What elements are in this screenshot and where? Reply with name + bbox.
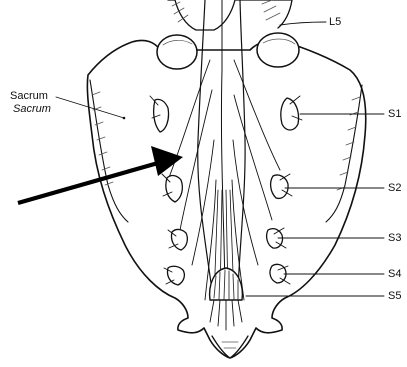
label-s2: S2 <box>388 182 401 194</box>
l5-vertebra <box>168 0 292 30</box>
label-s4: S4 <box>388 268 401 280</box>
leader-sacrum-dot <box>123 117 126 120</box>
label-s5: S5 <box>388 290 401 302</box>
label-sacrum: Sacrum <box>10 90 48 102</box>
label-s3: S3 <box>388 232 401 244</box>
label-sacrum-latin: Sacrum <box>13 103 51 115</box>
right-articular-process <box>257 33 299 67</box>
label-s1: S1 <box>388 108 401 120</box>
leader-l5 <box>280 22 326 25</box>
label-l5: L5 <box>329 16 341 28</box>
right-foramen-s2 <box>271 175 289 198</box>
